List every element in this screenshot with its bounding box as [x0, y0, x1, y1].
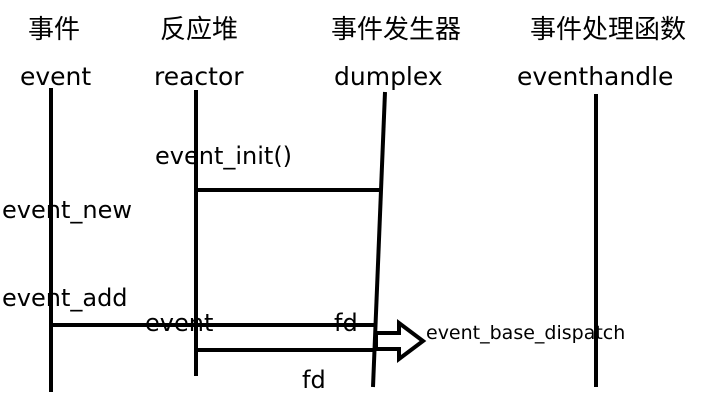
label-event-new: event_new: [2, 196, 132, 224]
column-subtitle-event: event: [20, 62, 92, 91]
label-fd-bottom: fd: [302, 366, 326, 394]
label-dispatch: event_base_dispatch: [426, 322, 626, 344]
column-subtitle-eventhandle: eventhandle: [517, 62, 674, 91]
column-title-event: 事件: [28, 15, 81, 45]
label-event-add: event_add: [2, 284, 128, 312]
column-title-reactor: 反应堆: [160, 15, 239, 45]
column-title-dumplex: 事件发生器: [331, 15, 462, 45]
column-subtitle-reactor: reactor: [154, 62, 244, 91]
column-title-eventhandle: 事件处理函数: [530, 15, 687, 45]
column-subtitle-dumplex: dumplex: [334, 62, 443, 91]
label-fd-top: fd: [334, 309, 358, 337]
label-event-init: event_init(): [155, 142, 293, 170]
dispatch-arrow: [374, 319, 427, 363]
label-event-arrow: event: [145, 309, 214, 337]
